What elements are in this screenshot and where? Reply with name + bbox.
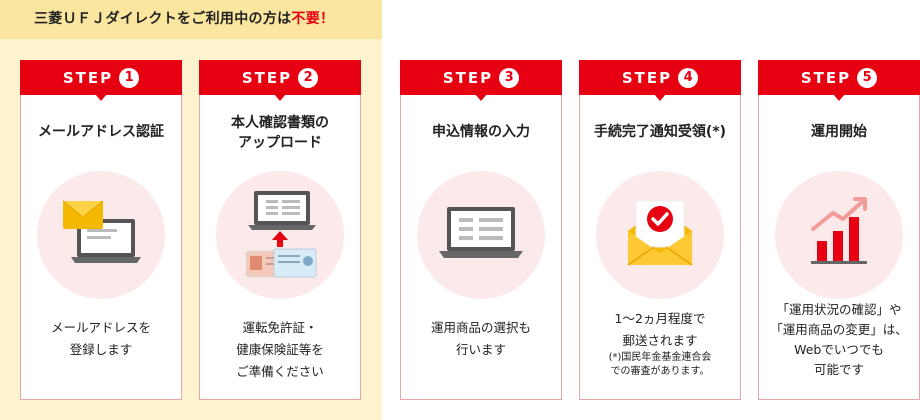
mail-check-icon xyxy=(596,171,724,299)
step-title: メールアドレス認証 xyxy=(38,124,164,140)
notice-banner: 三菱ＵＦＪダイレクトをご利用中の方は不要！ xyxy=(0,0,382,39)
step-description: 「運用状況の確認」や 「運用商品の変更」は、 Webでいつでも 可能です xyxy=(770,302,908,377)
header-pointer xyxy=(274,94,286,101)
step-title: 運用開始 xyxy=(811,124,867,140)
step-title: 手続完了通知受領(*) xyxy=(593,124,727,140)
step-note: (*)国民年金基金連合会 での審査があります。 xyxy=(608,352,712,377)
step-title: 本人確認書類の アップロード xyxy=(231,115,329,151)
step-description: 1〜2ヵ月程度で 郵送されます xyxy=(614,311,706,348)
step-number-badge: 1 xyxy=(119,67,140,88)
email-laptop-icon xyxy=(37,171,165,299)
step-description: 運転免許証・ 健康保険証等を ご準備ください xyxy=(236,320,324,379)
header-pointer xyxy=(833,94,845,101)
step-header: STEP 3 xyxy=(400,60,562,95)
step-header: STEP 5 xyxy=(758,60,920,95)
step-number-badge: 4 xyxy=(678,67,699,88)
step-description: メールアドレスを 登録します xyxy=(50,320,151,357)
step-number-badge: 5 xyxy=(857,67,878,88)
step-label: STEP xyxy=(800,68,852,87)
step-title: 申込情報の入力 xyxy=(432,124,530,140)
step-number-badge: 2 xyxy=(298,67,319,88)
step-header: STEP 2 xyxy=(199,60,361,95)
step-description: 運用商品の選択も 行います xyxy=(430,320,531,357)
step-card-4: STEP 4 手続完了通知受領(*) 1〜2ヵ月程度で 郵送されます (*)国民… xyxy=(579,60,741,400)
step-card-1: STEP 1 メールアドレス認証 メールアドレスを 登録します xyxy=(20,60,182,400)
step-header: STEP 4 xyxy=(579,60,741,95)
step-label: STEP xyxy=(442,68,494,87)
step-card-3: STEP 3 申込情報の入力 運用商品の選択も 行います xyxy=(400,60,562,400)
step-header: STEP 1 xyxy=(20,60,182,95)
growth-chart-icon xyxy=(775,171,903,299)
laptop-form-icon xyxy=(417,171,545,299)
notice-accent-text: 不要！ xyxy=(291,11,335,27)
step-number-badge: 3 xyxy=(499,67,520,88)
header-pointer xyxy=(654,94,666,101)
notice-text: 三菱ＵＦＪダイレクトをご利用中の方は xyxy=(34,11,292,27)
header-pointer xyxy=(95,94,107,101)
step-card-2: STEP 2 本人確認書類の アップロード 運転免許証・ 健康保険証等を ご準備… xyxy=(199,60,361,400)
id-upload-icon xyxy=(216,171,344,299)
step-label: STEP xyxy=(62,68,114,87)
step-card-5: STEP 5 運用開始 「運用状況の確認」や 「運用商品の変更」は、 Webでい… xyxy=(758,60,920,400)
step-label: STEP xyxy=(241,68,293,87)
step-label: STEP xyxy=(621,68,673,87)
header-pointer xyxy=(475,94,487,101)
